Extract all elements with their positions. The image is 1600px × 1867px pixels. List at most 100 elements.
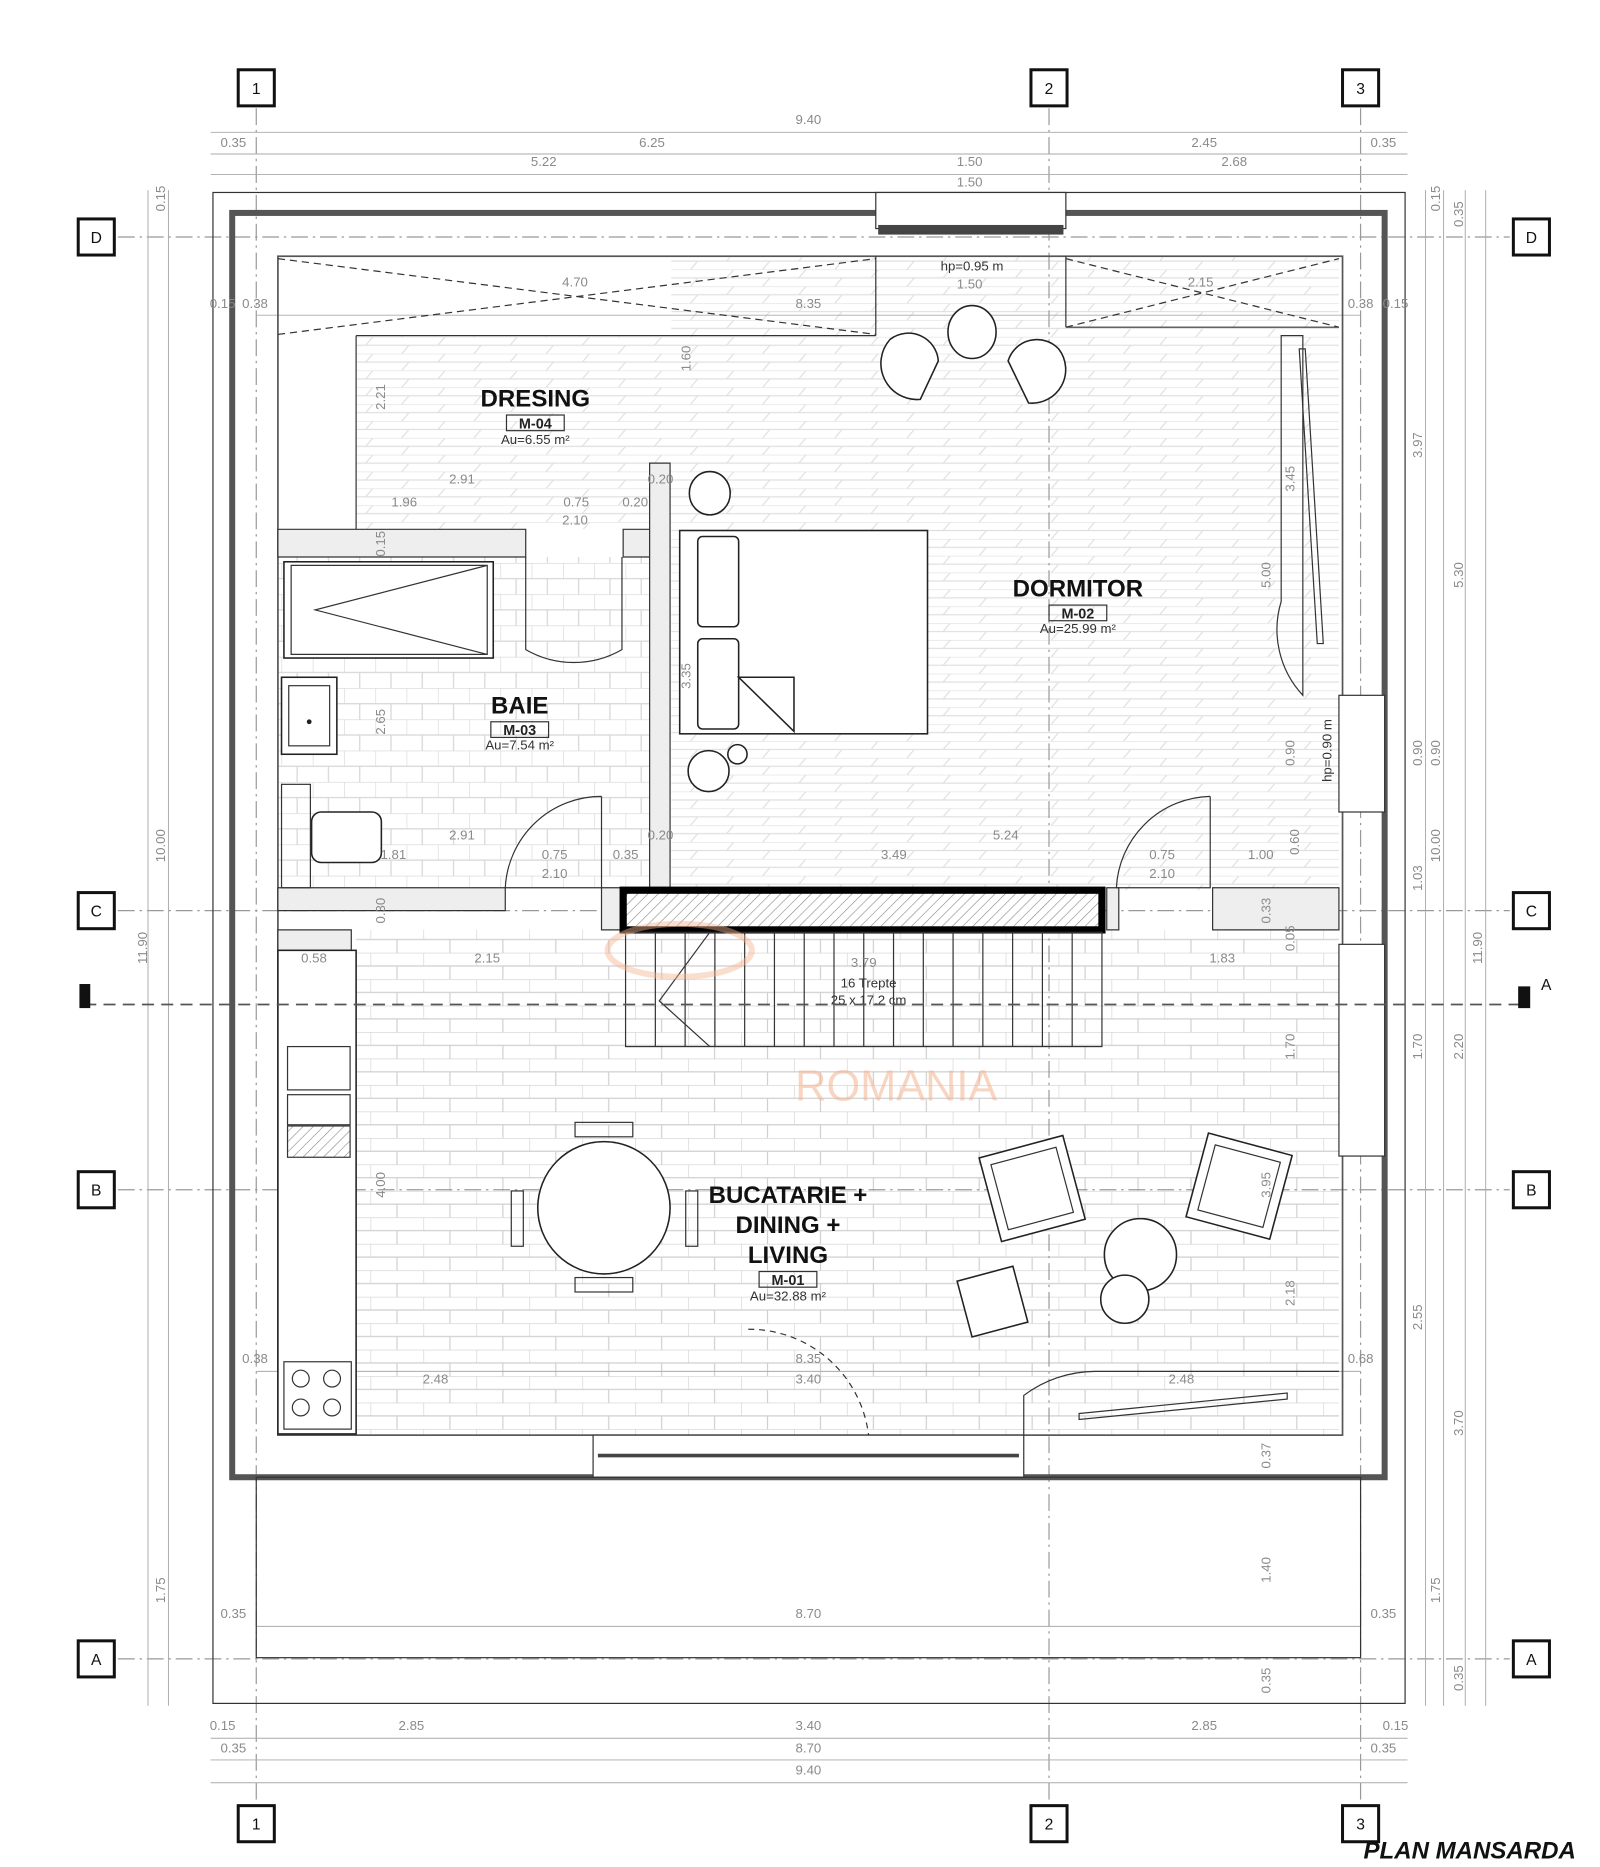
axis-label: 2 [1045, 1817, 1054, 1834]
dimension-label: 2.18 [1282, 1280, 1297, 1306]
dimension-label: 0.90 [1428, 740, 1443, 766]
dimension-label: 1.03 [1410, 865, 1425, 891]
dimension-label: 3.49 [881, 847, 907, 862]
section-label: A [1541, 977, 1552, 994]
dimension-label: 0.38 [242, 1351, 268, 1366]
dimension-label: 0.15 [1383, 296, 1409, 311]
room-dormitor: DORMITOR M-02 Au=25.99 m² [1013, 576, 1143, 636]
room-name-line: DINING + [736, 1212, 841, 1239]
dimension-label: 2.15 [474, 950, 500, 965]
dimension-label: 0.35 [1371, 135, 1397, 150]
dimension-label: 0.75 [542, 847, 568, 862]
stair [619, 886, 1106, 1048]
dimension-label: 0.90 [1282, 740, 1297, 766]
dimension-label: 2.10 [542, 866, 568, 881]
dimension-label: 1.50 [957, 174, 983, 189]
room-code: M-03 [503, 723, 536, 739]
dimension-label: 5.24 [993, 828, 1019, 843]
dimension-label: 2.21 [373, 384, 388, 410]
dimension-label: 3.40 [796, 1718, 822, 1733]
dimension-label: 1.00 [1248, 847, 1274, 862]
axis-column-marker: 3 [1341, 1804, 1381, 1844]
room-name: DRESING [481, 386, 591, 413]
room-living: BUCATARIE + DINING + LIVING M-01 Au=32.8… [709, 1182, 868, 1303]
axis-column-marker: 3 [1341, 68, 1381, 108]
doors [504, 335, 1339, 1436]
dimension-label: 10.00 [153, 829, 168, 862]
axis-column-marker: 1 [236, 68, 276, 108]
dimension-label: 0.15 [1428, 186, 1443, 212]
room-name: DORMITOR [1013, 576, 1143, 603]
dimension-label: 1.75 [1428, 1577, 1443, 1603]
axis-label: A [91, 1652, 102, 1669]
axis-column-marker: 2 [1029, 1804, 1069, 1844]
dimension-label: 8.70 [796, 1741, 822, 1756]
living-floor [356, 929, 1339, 1436]
axis-row-marker: C [1511, 891, 1551, 931]
dimension-label: 2.91 [449, 828, 475, 843]
axis-row-marker: C [76, 891, 116, 931]
dimension-label: 0.20 [622, 494, 648, 509]
dimension-label: 1.40 [1258, 1557, 1273, 1583]
room-name: BAIE [491, 692, 548, 719]
section-line-a: A [79, 977, 1552, 1009]
axis-label: 3 [1356, 1817, 1365, 1834]
stair-length-label: 3.79 [851, 955, 877, 970]
dimension-label: 2.15 [1188, 274, 1214, 289]
window-height-note: hp=0.90 m [1320, 719, 1335, 782]
axis-label: C [1526, 904, 1537, 921]
dimension-label: 0.33 [1258, 898, 1273, 924]
dimension-label: 10.00 [1428, 829, 1443, 862]
dimension-label: 1.75 [153, 1577, 168, 1603]
room-area: Au=7.54 m² [485, 737, 554, 752]
dimension-label: 0.15 [210, 296, 236, 311]
dimension-label: 5.00 [1258, 562, 1273, 588]
dimension-label: 2.20 [1451, 1034, 1466, 1060]
dimension-label: 2.68 [1221, 154, 1247, 169]
dimension-label: 1.60 [679, 346, 694, 372]
axis-label: D [91, 230, 102, 247]
dimension-label: 2.65 [373, 709, 388, 735]
dimension-label: 0.35 [1371, 1741, 1397, 1756]
dimension-label: 0.37 [1258, 1443, 1273, 1469]
watermark-logo [604, 920, 755, 980]
room-name-line: BUCATARIE + [709, 1182, 868, 1209]
dimension-label: 0.68 [1348, 1351, 1374, 1366]
dimension-label: 4.00 [373, 1172, 388, 1198]
dimension-label: 0.35 [221, 1606, 247, 1621]
axis-label: 2 [1045, 81, 1054, 98]
dimension-label: 1.96 [391, 494, 417, 509]
room-baie: BAIE M-03 Au=7.54 m² [485, 692, 554, 752]
dimension-label: 3.35 [679, 663, 694, 689]
dimension-label: 0.75 [563, 494, 589, 509]
room-name-line: LIVING [748, 1242, 828, 1269]
axis-label: 1 [252, 81, 261, 98]
dimension-label: 0.20 [648, 472, 674, 487]
dimension-label: 11.90 [135, 932, 150, 964]
walls [212, 191, 1406, 1704]
furniture [277, 304, 1324, 1435]
dimension-label: 2.48 [423, 1371, 449, 1386]
room-code: M-01 [772, 1273, 805, 1289]
dimension-label: 2.91 [449, 472, 475, 487]
dimension-label: 0.75 [1149, 847, 1175, 862]
drawing-title: PLAN MANSARDA [1363, 1838, 1575, 1865]
dimension-label: 0.05 [1282, 925, 1297, 951]
dimension-label: 5.22 [531, 154, 557, 169]
axis-label: D [1526, 230, 1537, 247]
dimension-label: 0.30 [373, 898, 388, 924]
axis-row-marker: D [76, 217, 116, 257]
dimension-label: 2.85 [399, 1718, 425, 1733]
axis-row-marker: B [1511, 1170, 1551, 1210]
dimension-label: 0.35 [221, 1741, 247, 1756]
axis-column-marker: 1 [236, 1804, 276, 1844]
dimension-label: 0.15 [1383, 1718, 1409, 1733]
dimension-label: 0.35 [221, 135, 247, 150]
axis-row-marker: A [76, 1639, 116, 1679]
dimension-label: 8.35 [796, 1351, 822, 1366]
dimension-label: 0.35 [1451, 201, 1466, 227]
dimension-label: 2.45 [1191, 135, 1217, 150]
dimension-label: 3.45 [1282, 466, 1297, 492]
axis-label: C [91, 904, 102, 921]
